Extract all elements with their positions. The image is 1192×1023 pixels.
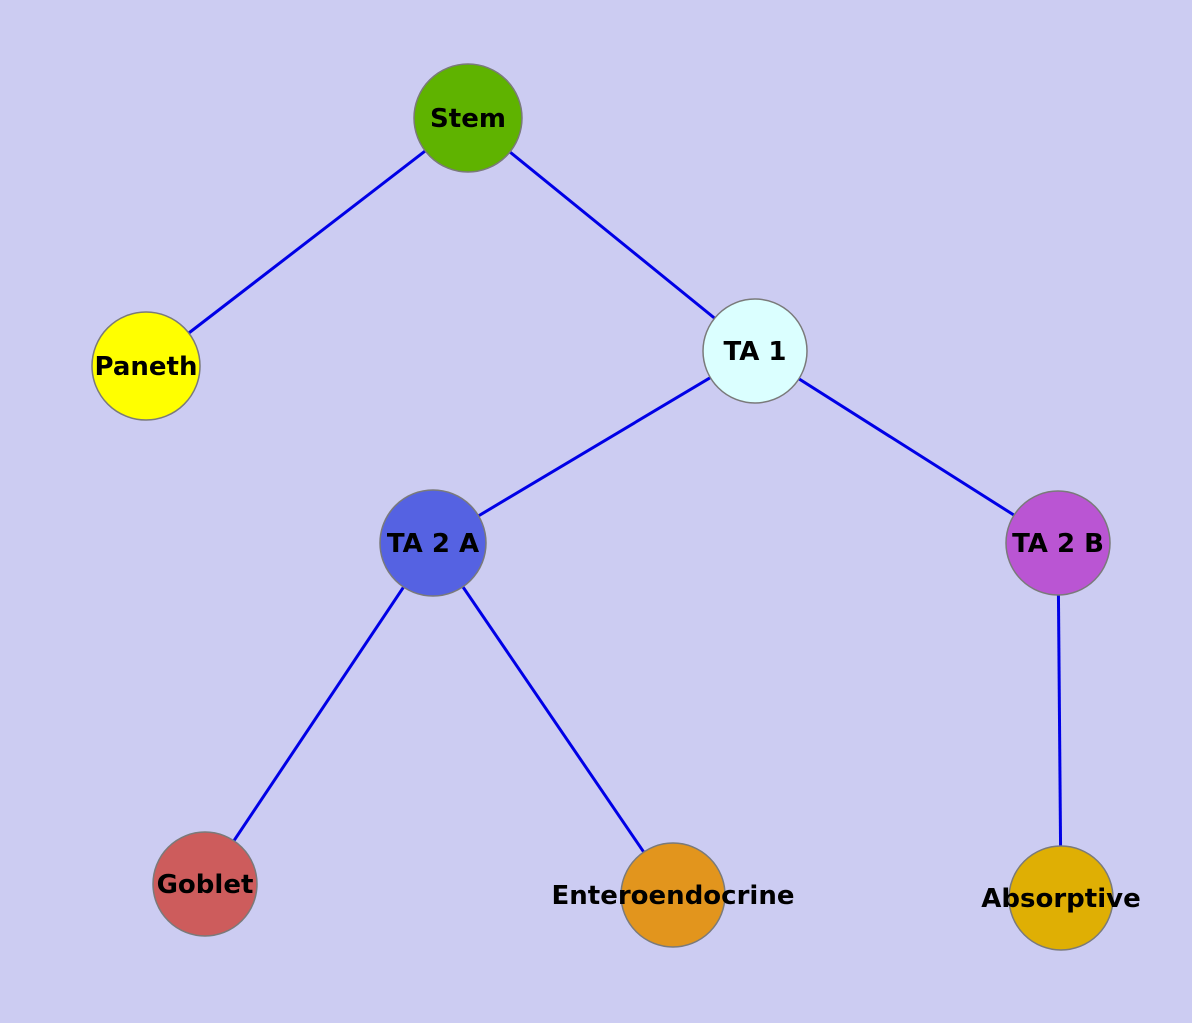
node-stem: Stem	[413, 63, 523, 173]
node-label-absorptive: Absorptive	[981, 884, 1140, 914]
edges-layer	[145, 116, 1063, 899]
edge-ta2a-enteroendocrine	[431, 542, 675, 896]
node-absorptive: Absorptive	[981, 845, 1141, 951]
node-label-ta2a: TA 2 A	[387, 529, 479, 559]
node-enteroendocrine: Enteroendocrine	[552, 842, 795, 948]
node-label-goblet: Goblet	[157, 870, 254, 900]
node-circle-ta1	[702, 298, 808, 404]
edge-ta2a-goblet	[203, 542, 435, 885]
node-circle-stem	[413, 63, 523, 173]
node-label-paneth: Paneth	[95, 352, 198, 382]
node-ta2a: TA 2 A	[379, 489, 487, 597]
node-circle-absorptive	[1008, 845, 1114, 951]
node-label-enteroendocrine: Enteroendocrine	[552, 881, 795, 911]
node-label-stem: Stem	[430, 104, 506, 134]
node-circle-ta2b	[1005, 490, 1111, 596]
node-goblet: Goblet	[152, 831, 258, 937]
edge-ta1-ta2a	[432, 349, 756, 545]
edge-stem-ta1	[467, 116, 756, 353]
node-label-ta1: TA 1	[724, 337, 787, 367]
edge-ta1-ta2b	[754, 349, 1059, 545]
node-circle-enteroendocrine	[620, 842, 726, 948]
node-label-ta2b: TA 2 B	[1012, 529, 1104, 559]
edge-ta2b-absorptive	[1056, 542, 1063, 899]
node-ta1: TA 1	[702, 298, 808, 404]
node-circle-ta2a	[379, 489, 487, 597]
edge-stem-paneth	[145, 116, 469, 368]
node-ta2b: TA 2 B	[1005, 490, 1111, 596]
node-circle-paneth	[91, 311, 201, 421]
node-paneth: Paneth	[91, 311, 201, 421]
node-circle-goblet	[152, 831, 258, 937]
